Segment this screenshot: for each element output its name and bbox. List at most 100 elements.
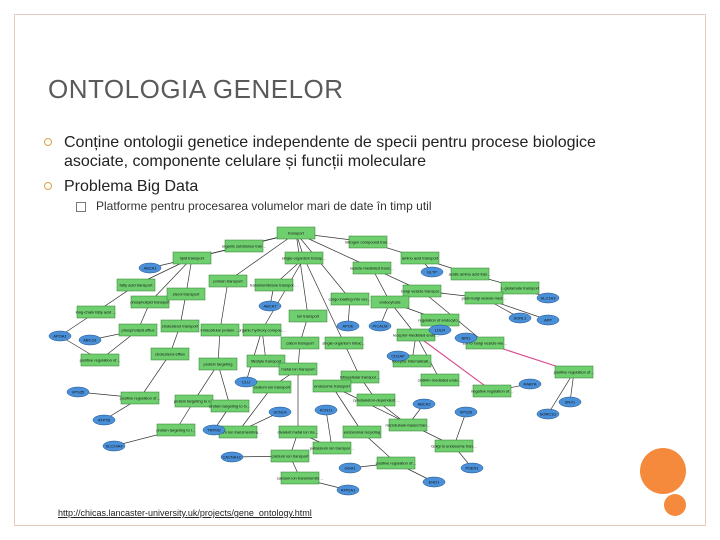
go-term-node: protein targeting to G… [209,399,251,413]
gene-node: ATP7B [92,414,116,426]
node-label: organic hydroxy compou… [238,328,286,333]
node-label: amino acid transport [402,256,439,261]
node-label: CD2AP [391,354,405,359]
go-term-box [252,380,292,394]
go-term-box [356,393,396,407]
go-term-box [500,281,540,295]
go-term-box [198,357,238,371]
graph-edge [217,363,231,407]
go-term-box [402,284,442,298]
go-term-box [130,295,170,309]
square-bullet-icon [76,201,86,212]
node-label: ABCG1 [83,338,97,343]
node-label: TRPM2 [207,428,221,433]
node-label: L-glutamate transport [501,286,540,291]
go-term-node: cation transport [280,336,320,350]
graph-edge [149,257,193,303]
graph-edge [237,386,273,433]
gene-oval [48,330,72,342]
go-term-node: metal ion transport [278,362,318,376]
gene-node: SNX1 [558,396,582,408]
node-label: PSEN1 [465,466,479,471]
node-label: vesicle-mediated trans… [350,266,394,271]
go-term-box [254,278,294,292]
go-term-box [276,226,316,240]
go-term-box [554,365,594,379]
graph-edge [303,257,345,344]
node-label: positive regulation of… [554,370,595,375]
gene-oval [412,398,436,410]
node-label: long-chain fatty acid … [76,310,117,315]
go-term-box [342,425,382,439]
go-term-node: phospholipid transport [130,295,171,309]
bullet-circle-icon [44,138,52,146]
bullet-big-data: Problema Big Data [44,177,664,196]
go-term-box [166,287,206,301]
graph-edge [295,232,309,317]
source-link[interactable]: http://chicas.lancaster-university.uk/pr… [58,508,312,518]
go-term-box [434,439,474,453]
go-term-box [80,353,120,367]
go-term-node: amino acid transport [400,251,440,265]
gene-node: APOA1 [48,330,72,342]
go-term-box [118,323,158,337]
gene-oval [336,484,360,496]
go-term-box [278,362,318,376]
go-term-box [172,251,212,265]
go-term-node: calcium ion transmembr… [277,471,323,485]
node-label: single-organism intrac… [322,341,365,346]
go-term-node: positive regulation of… [120,391,160,405]
node-label: sodium ion transport [254,385,291,390]
go-term-node: phospholipid efflux [118,323,158,337]
node-label: BIN1 [462,336,472,341]
node-label: ABCA7 [263,304,277,309]
go-term-node: endosomal recycling [342,425,382,439]
go-term-node: lipid transport [172,251,212,265]
node-label: cargo loading into ves… [329,297,372,302]
go-term-node: organic hydroxy compou… [238,323,286,337]
node-label: VPS35 [72,390,85,395]
go-term-box [376,456,416,470]
node-label: ATP2A1 [341,488,356,493]
go-term-node: organic substance tran… [222,239,266,253]
node-label: organic substance tran… [222,244,266,249]
go-term-node: protein targeting to l… [156,423,196,437]
gene-oval [368,320,392,332]
node-label: lifestyle transport [251,359,282,364]
node-label: Golgi to endosome tran… [431,444,477,449]
node-label: acidic amino acid tran… [449,272,492,277]
slide-title: Ontologia genelor [48,74,344,104]
graph-edge [219,280,229,331]
go-term-node: transmembrane transpor… [250,278,298,292]
go-term-node: negative regulation of… [471,384,513,398]
node-label: SLC1A3 [541,296,557,301]
node-label: transport [288,231,305,236]
node-label: PICALM [373,324,388,329]
node-label: calcium ion transmembr… [277,476,323,481]
gene-oval [138,262,162,274]
gene-node: ABCA1 [138,262,162,274]
node-label: SCN1A [273,410,287,415]
gene-oval [536,292,560,304]
node-label: potassium ion transpor… [310,446,354,451]
go-term-node: regulation of endocyto… [418,313,462,327]
decorative-circle-small [664,494,686,516]
go-term-node: intracellular protein … [201,323,239,337]
gene-oval [314,404,338,416]
node-label: lipid transport [180,256,205,261]
go-term-box [400,251,440,265]
bullet-circle-icon [44,182,52,190]
go-term-node: cholesterol efflux [150,347,190,361]
gene-oval [336,320,360,332]
gene-oval [66,386,90,398]
node-label: SLC24A4 [105,444,123,449]
go-term-node: microtubule-based tran… [386,418,430,432]
gene-node: KCNJ1 [314,404,338,416]
gene-node: CLU [234,376,258,388]
go-term-box [388,418,428,432]
node-label: APP [544,318,552,323]
go-term-box [324,336,364,350]
gene-oval [536,314,560,326]
node-label: positive regulation of… [376,461,417,466]
